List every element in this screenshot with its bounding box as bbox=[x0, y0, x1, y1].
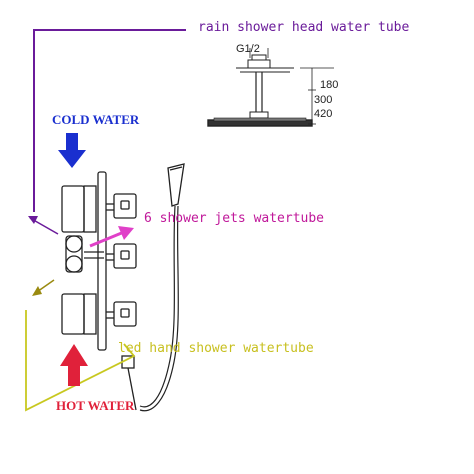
dimension-label-1: 180 bbox=[320, 79, 338, 91]
hot-water-label: HOT WATER bbox=[56, 398, 135, 413]
hand-shower bbox=[121, 163, 185, 412]
back-plate bbox=[97, 171, 107, 351]
dimension-label-2: 300 bbox=[314, 94, 332, 106]
rain-tube-line bbox=[33, 29, 186, 212]
body-jets bbox=[106, 193, 137, 327]
hot-water-arrow bbox=[60, 344, 88, 386]
valve-body bbox=[61, 185, 104, 335]
rain-shower-head-drawing bbox=[207, 48, 334, 127]
led-hand-label: led hand shower watertube bbox=[118, 341, 314, 356]
jets-tube-label: 6 shower jets watertube bbox=[144, 211, 324, 226]
jets-arrow bbox=[89, 226, 134, 248]
thread-size-label: G1/2 bbox=[236, 43, 260, 55]
cold-water-arrow bbox=[58, 133, 86, 168]
led-outlet-arrow bbox=[32, 279, 55, 296]
dimension-label-3: 420 bbox=[314, 108, 332, 120]
purple-outlet-arrow bbox=[28, 216, 59, 235]
cold-water-label: COLD WATER bbox=[52, 112, 140, 127]
rain-tube-label: rain shower head water tube bbox=[198, 20, 409, 35]
